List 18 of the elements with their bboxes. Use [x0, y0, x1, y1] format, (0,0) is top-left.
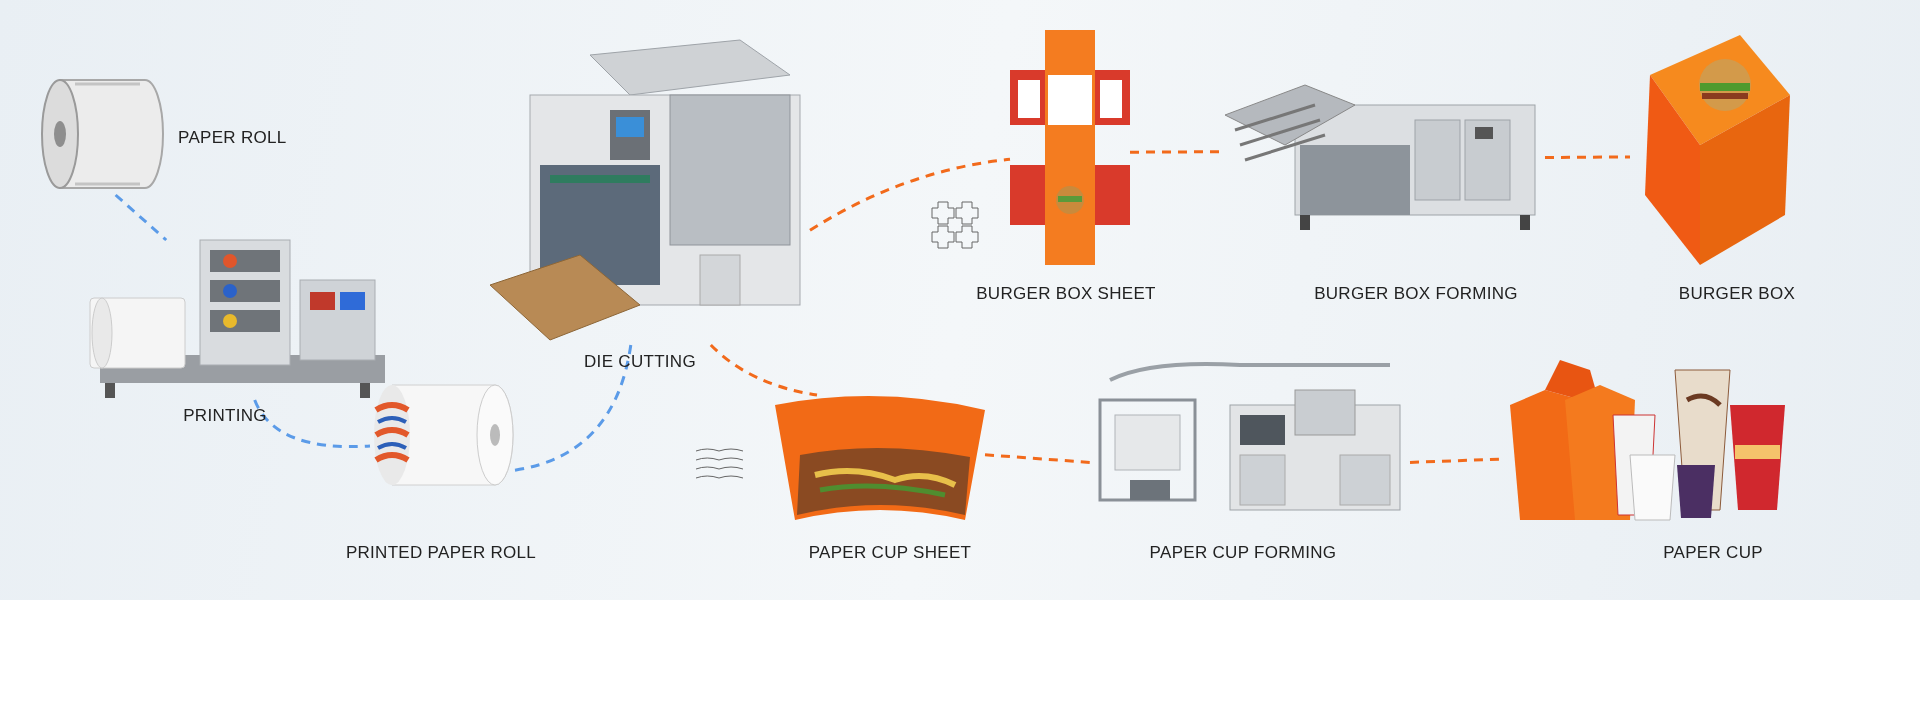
node-label: PAPER CUP [1663, 543, 1763, 563]
node-label: PAPER CUP FORMING [1149, 543, 1337, 563]
connector-line [709, 343, 818, 397]
node-label: DIE CUTTING [584, 352, 696, 372]
node-label: BURGER BOX [1678, 284, 1796, 304]
node-label: PRINTED PAPER ROLL [345, 543, 537, 563]
node-label: PAPER CUP SHEET [808, 543, 972, 563]
connector-line [1545, 155, 1630, 159]
node-label: BURGER BOX FORMING [1314, 284, 1518, 304]
connector-line [514, 344, 633, 472]
node-label: PAPER ROLL [178, 128, 287, 148]
connector-line [114, 193, 168, 242]
connector-line [984, 453, 1091, 464]
box-sheet-drawing [1010, 30, 1130, 265]
node-label: BURGER BOX SHEET [976, 284, 1156, 304]
connector-line [253, 399, 371, 449]
connector-line [809, 157, 1011, 232]
node-label: PRINTING [183, 406, 267, 426]
